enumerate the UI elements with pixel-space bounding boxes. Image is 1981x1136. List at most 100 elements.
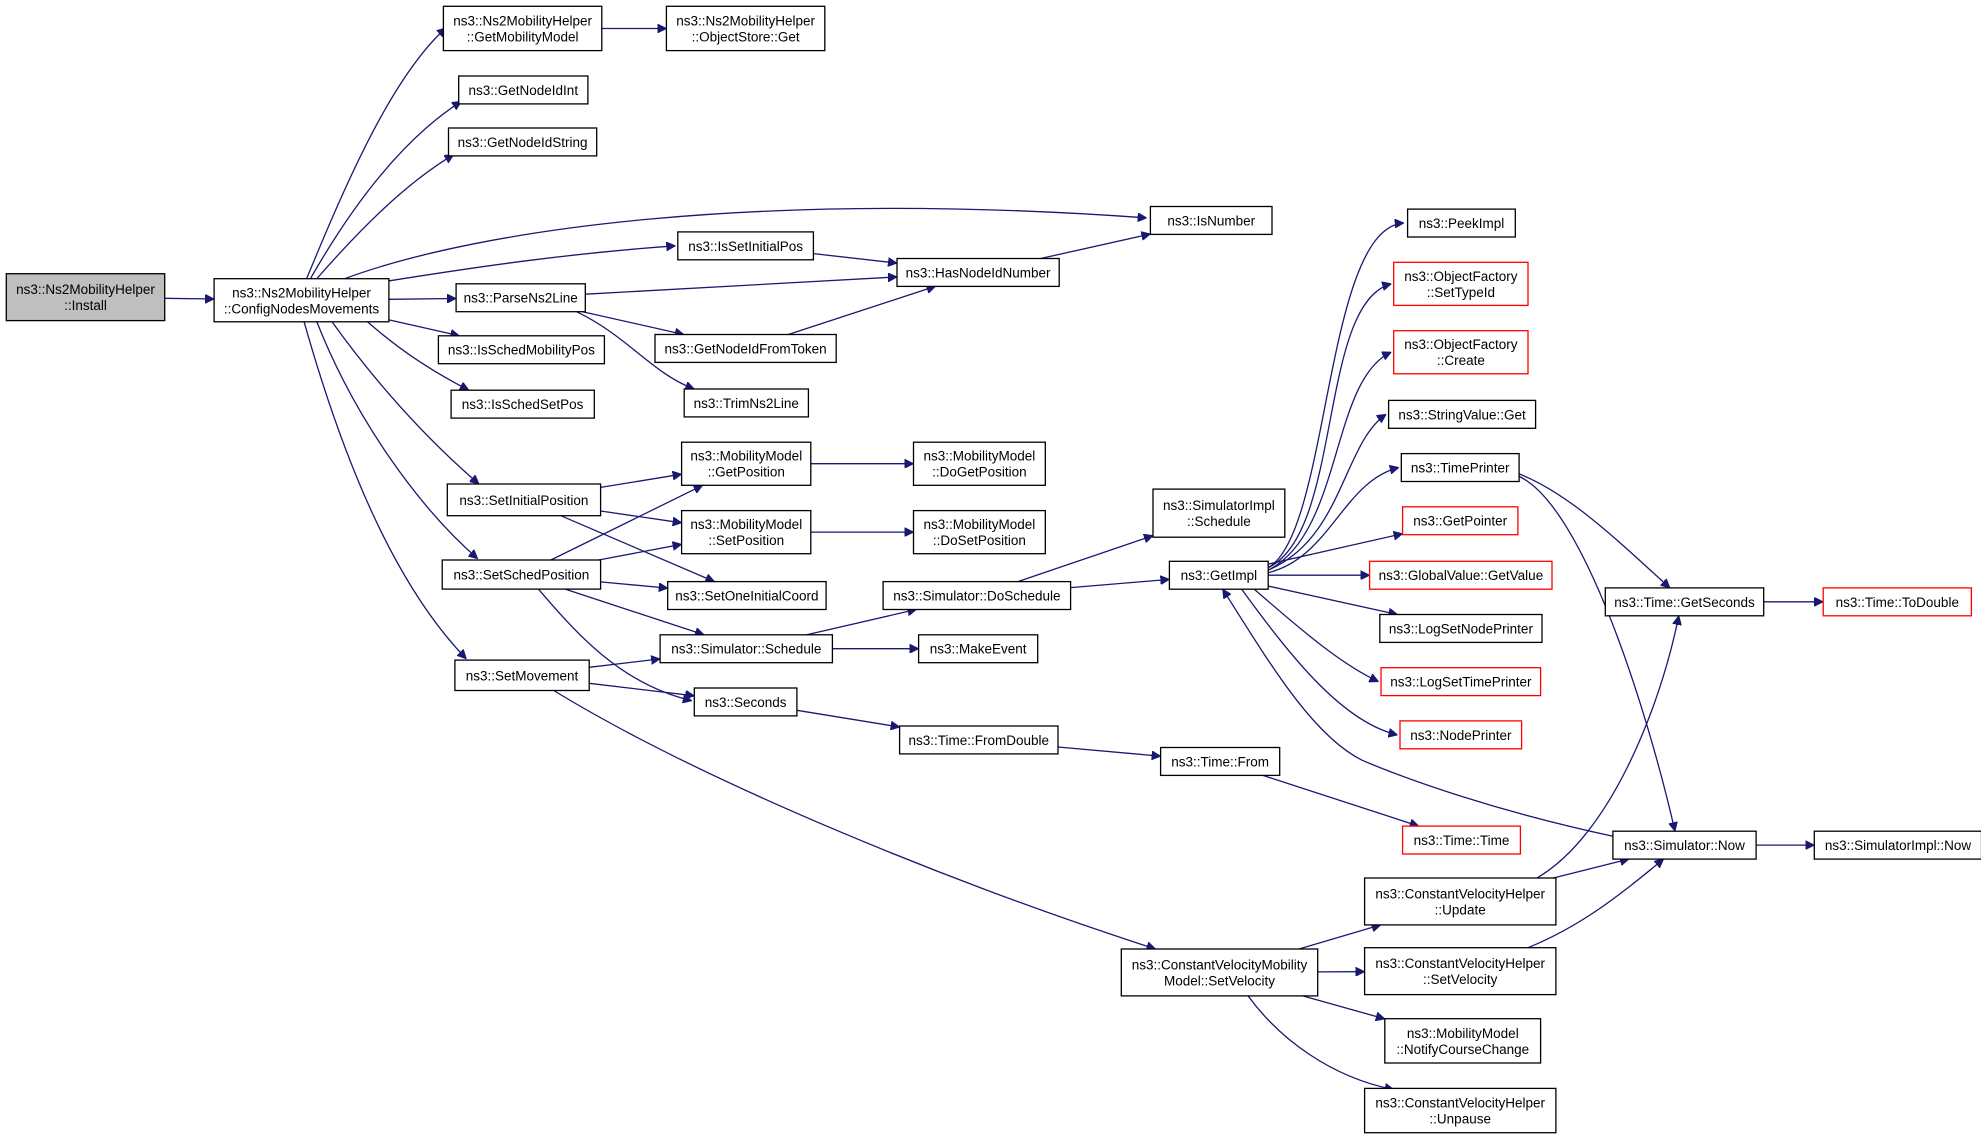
- node-nodePrinter[interactable]: ns3::NodePrinter: [1399, 720, 1523, 750]
- edge-config-to-setInitialPosition: [331, 321, 479, 484]
- edge-cvhUpdate-to-timeGetSeconds: [1536, 616, 1679, 879]
- node-timePrinter[interactable]: ns3::TimePrinter: [1400, 452, 1520, 483]
- node-label: ::Unpause: [1429, 1112, 1491, 1127]
- edge-getImpl-to-getPointer: [1268, 534, 1402, 565]
- node-cvhUnpause[interactable]: ns3::ConstantVelocityHelper::Unpause: [1363, 1087, 1557, 1134]
- node-box: [1149, 205, 1273, 236]
- node-label: ns3::GlobalValue::GetValue: [1379, 568, 1544, 583]
- node-box: [659, 634, 834, 664]
- node-cvhUpdate[interactable]: ns3::ConstantVelocityHelper::Update: [1363, 877, 1557, 926]
- node-box: [665, 5, 826, 52]
- node-box: [917, 634, 1039, 664]
- node-isSchedSetPos[interactable]: ns3::IsSchedSetPos: [450, 389, 595, 419]
- node-isSchedMobilityPos[interactable]: ns3::IsSchedMobilityPos: [437, 335, 606, 365]
- node-hasNodeIdNumber[interactable]: ns3::HasNodeIdNumber: [896, 257, 1060, 288]
- node-box: [447, 127, 598, 157]
- node-getNodeIdInt[interactable]: ns3::GetNodeIdInt: [458, 75, 589, 105]
- edge-simDoSchedule-to-simImplSchedule: [1017, 536, 1153, 583]
- node-objectStoreGet[interactable]: ns3::Ns2MobilityHelper::ObjectStore::Get: [665, 5, 826, 52]
- node-simSchedule[interactable]: ns3::Simulator::Schedule: [659, 634, 834, 664]
- node-isSetInitialPos[interactable]: ns3::IsSetInitialPos: [677, 231, 815, 261]
- node-simDoSchedule[interactable]: ns3::Simulator::DoSchedule: [882, 580, 1072, 611]
- edge-config-to-parseNs2Line: [388, 299, 456, 300]
- node-cvhSetVelocity[interactable]: ns3::ConstantVelocityHelper::SetVelocity: [1363, 947, 1557, 996]
- edge-cvhUpdate-to-simNow: [1553, 859, 1629, 879]
- node-box: [5, 273, 166, 322]
- edge-timeFromDouble-to-timeFrom: [1057, 746, 1161, 756]
- edge-getImpl-to-nodePrinter: [1241, 588, 1398, 735]
- node-trimNs2Line[interactable]: ns3::TrimNs2Line: [683, 388, 810, 418]
- node-label: ns3::MobilityModel: [1407, 1026, 1519, 1041]
- node-mmGetPosition[interactable]: ns3::MobilityModel::GetPosition: [680, 441, 812, 486]
- node-setOneInitialCoord[interactable]: ns3::SetOneInitialCoord: [667, 580, 827, 611]
- node-label: ns3::GetImpl: [1181, 568, 1258, 583]
- edge-cvmmSetVelocity-to-cvhUnpause: [1247, 995, 1394, 1090]
- node-timeFromDouble[interactable]: ns3::Time::FromDouble: [898, 725, 1059, 755]
- node-label: ns3::Ns2MobilityHelper: [232, 285, 371, 300]
- node-label: ns3::Seconds: [705, 695, 787, 710]
- node-timeGetSeconds[interactable]: ns3::Time::GetSeconds: [1604, 587, 1765, 617]
- node-timeTime[interactable]: ns3::Time::Time: [1401, 825, 1522, 855]
- node-globalValueGetValue[interactable]: ns3::GlobalValue::GetValue: [1368, 560, 1553, 590]
- node-mmSetPosition[interactable]: ns3::MobilityModel::SetPosition: [680, 509, 812, 555]
- node-timeToDouble[interactable]: ns3::Time::ToDouble: [1822, 587, 1973, 617]
- node-label: ns3::SetOneInitialCoord: [675, 589, 818, 604]
- edge-setInitialPosition-to-mmGetPosition: [600, 474, 682, 489]
- node-setSchedPosition[interactable]: ns3::SetSchedPosition: [441, 559, 602, 590]
- node-getPointer[interactable]: ns3::GetPointer: [1401, 506, 1519, 536]
- node-simImplNow[interactable]: ns3::SimulatorImpl::Now: [1813, 830, 1981, 860]
- node-box: [1159, 746, 1281, 777]
- edge-simDoSchedule-to-getImpl: [1070, 579, 1170, 589]
- node-getNodeIdString[interactable]: ns3::GetNodeIdString: [447, 127, 598, 157]
- node-simNow[interactable]: ns3::Simulator::Now: [1612, 830, 1757, 860]
- node-label: ns3::IsSchedMobilityPos: [448, 343, 595, 358]
- node-peekImpl[interactable]: ns3::PeekImpl: [1406, 208, 1516, 238]
- node-stringValueGet[interactable]: ns3::StringValue::Get: [1387, 399, 1537, 429]
- node-cvmmSetVelocity[interactable]: ns3::ConstantVelocityMobilityModel::SetV…: [1120, 948, 1319, 997]
- node-label: ::Schedule: [1187, 514, 1251, 529]
- node-getNodeIdFromToken[interactable]: ns3::GetNodeIdFromToken: [654, 333, 837, 364]
- edge-getImpl-to-ofSetTypeId: [1268, 284, 1391, 569]
- edge-timeFrom-to-timeTime: [1262, 774, 1419, 826]
- node-getImpl[interactable]: ns3::GetImpl: [1168, 560, 1269, 590]
- node-box: [898, 725, 1059, 755]
- node-logSetNodePrinter[interactable]: ns3::LogSetNodePrinter: [1379, 613, 1543, 644]
- node-ofSetTypeId[interactable]: ns3::ObjectFactory::SetTypeId: [1393, 261, 1529, 307]
- node-label: ns3::Ns2MobilityHelper: [16, 282, 155, 297]
- edge-getImpl-to-logSetTimePrinter: [1253, 588, 1378, 681]
- edge-timePrinter-to-simNow: [1518, 475, 1675, 831]
- node-label: ns3::ConstantVelocityHelper: [1375, 887, 1545, 902]
- node-box: [1393, 330, 1529, 375]
- node-label: ::ObjectStore::Get: [692, 30, 800, 45]
- edge-setInitialPosition-to-setOneInitialCoord: [560, 515, 715, 582]
- edge-config-to-isNumber: [344, 207, 1147, 280]
- node-seconds[interactable]: ns3::Seconds: [693, 687, 798, 717]
- node-label: ns3::ConstantVelocityHelper: [1375, 956, 1545, 971]
- node-box: [667, 580, 827, 611]
- node-simImplSchedule[interactable]: ns3::SimulatorImpl::Schedule: [1152, 488, 1286, 538]
- node-mmDoGetPosition[interactable]: ns3::MobilityModel::DoGetPosition: [912, 441, 1046, 486]
- node-install[interactable]: ns3::Ns2MobilityHelper::Install: [5, 273, 166, 322]
- edge-isSetInitialPos-to-hasNodeIdNumber: [813, 252, 897, 264]
- node-parseNs2Line[interactable]: ns3::ParseNs2Line: [455, 283, 586, 313]
- node-box: [680, 509, 812, 555]
- node-mmDoSetPosition[interactable]: ns3::MobilityModel::DoSetPosition: [912, 509, 1046, 555]
- node-setMovement[interactable]: ns3::SetMovement: [454, 659, 590, 692]
- node-box: [683, 388, 810, 418]
- node-label: ::GetMobilityModel: [467, 30, 579, 45]
- node-setInitialPosition[interactable]: ns3::SetInitialPosition: [446, 483, 602, 517]
- node-logSetTimePrinter[interactable]: ns3::LogSetTimePrinter: [1380, 667, 1542, 697]
- node-label: ns3::GetNodeIdString: [458, 135, 588, 150]
- node-config[interactable]: ns3::Ns2MobilityHelper::ConfigNodesMovem…: [213, 278, 390, 323]
- node-ofCreate[interactable]: ns3::ObjectFactory::Create: [1393, 330, 1529, 375]
- node-box: [1120, 948, 1319, 997]
- node-isNumber[interactable]: ns3::IsNumber: [1149, 205, 1273, 236]
- node-timeFrom[interactable]: ns3::Time::From: [1159, 746, 1281, 777]
- edge-setMovement-to-simSchedule: [589, 659, 660, 668]
- node-makeEvent[interactable]: ns3::MakeEvent: [917, 634, 1039, 664]
- edge-setMovement-to-cvmmSetVelocity: [553, 689, 1156, 950]
- node-mmNotifyCourseChange[interactable]: ns3::MobilityModel::NotifyCourseChange: [1384, 1018, 1542, 1064]
- node-getMobilityModel[interactable]: ns3::Ns2MobilityHelper::GetMobilityModel: [442, 5, 603, 52]
- node-box: [455, 283, 586, 313]
- node-label: ns3::ConstantVelocityMobility: [1132, 957, 1308, 972]
